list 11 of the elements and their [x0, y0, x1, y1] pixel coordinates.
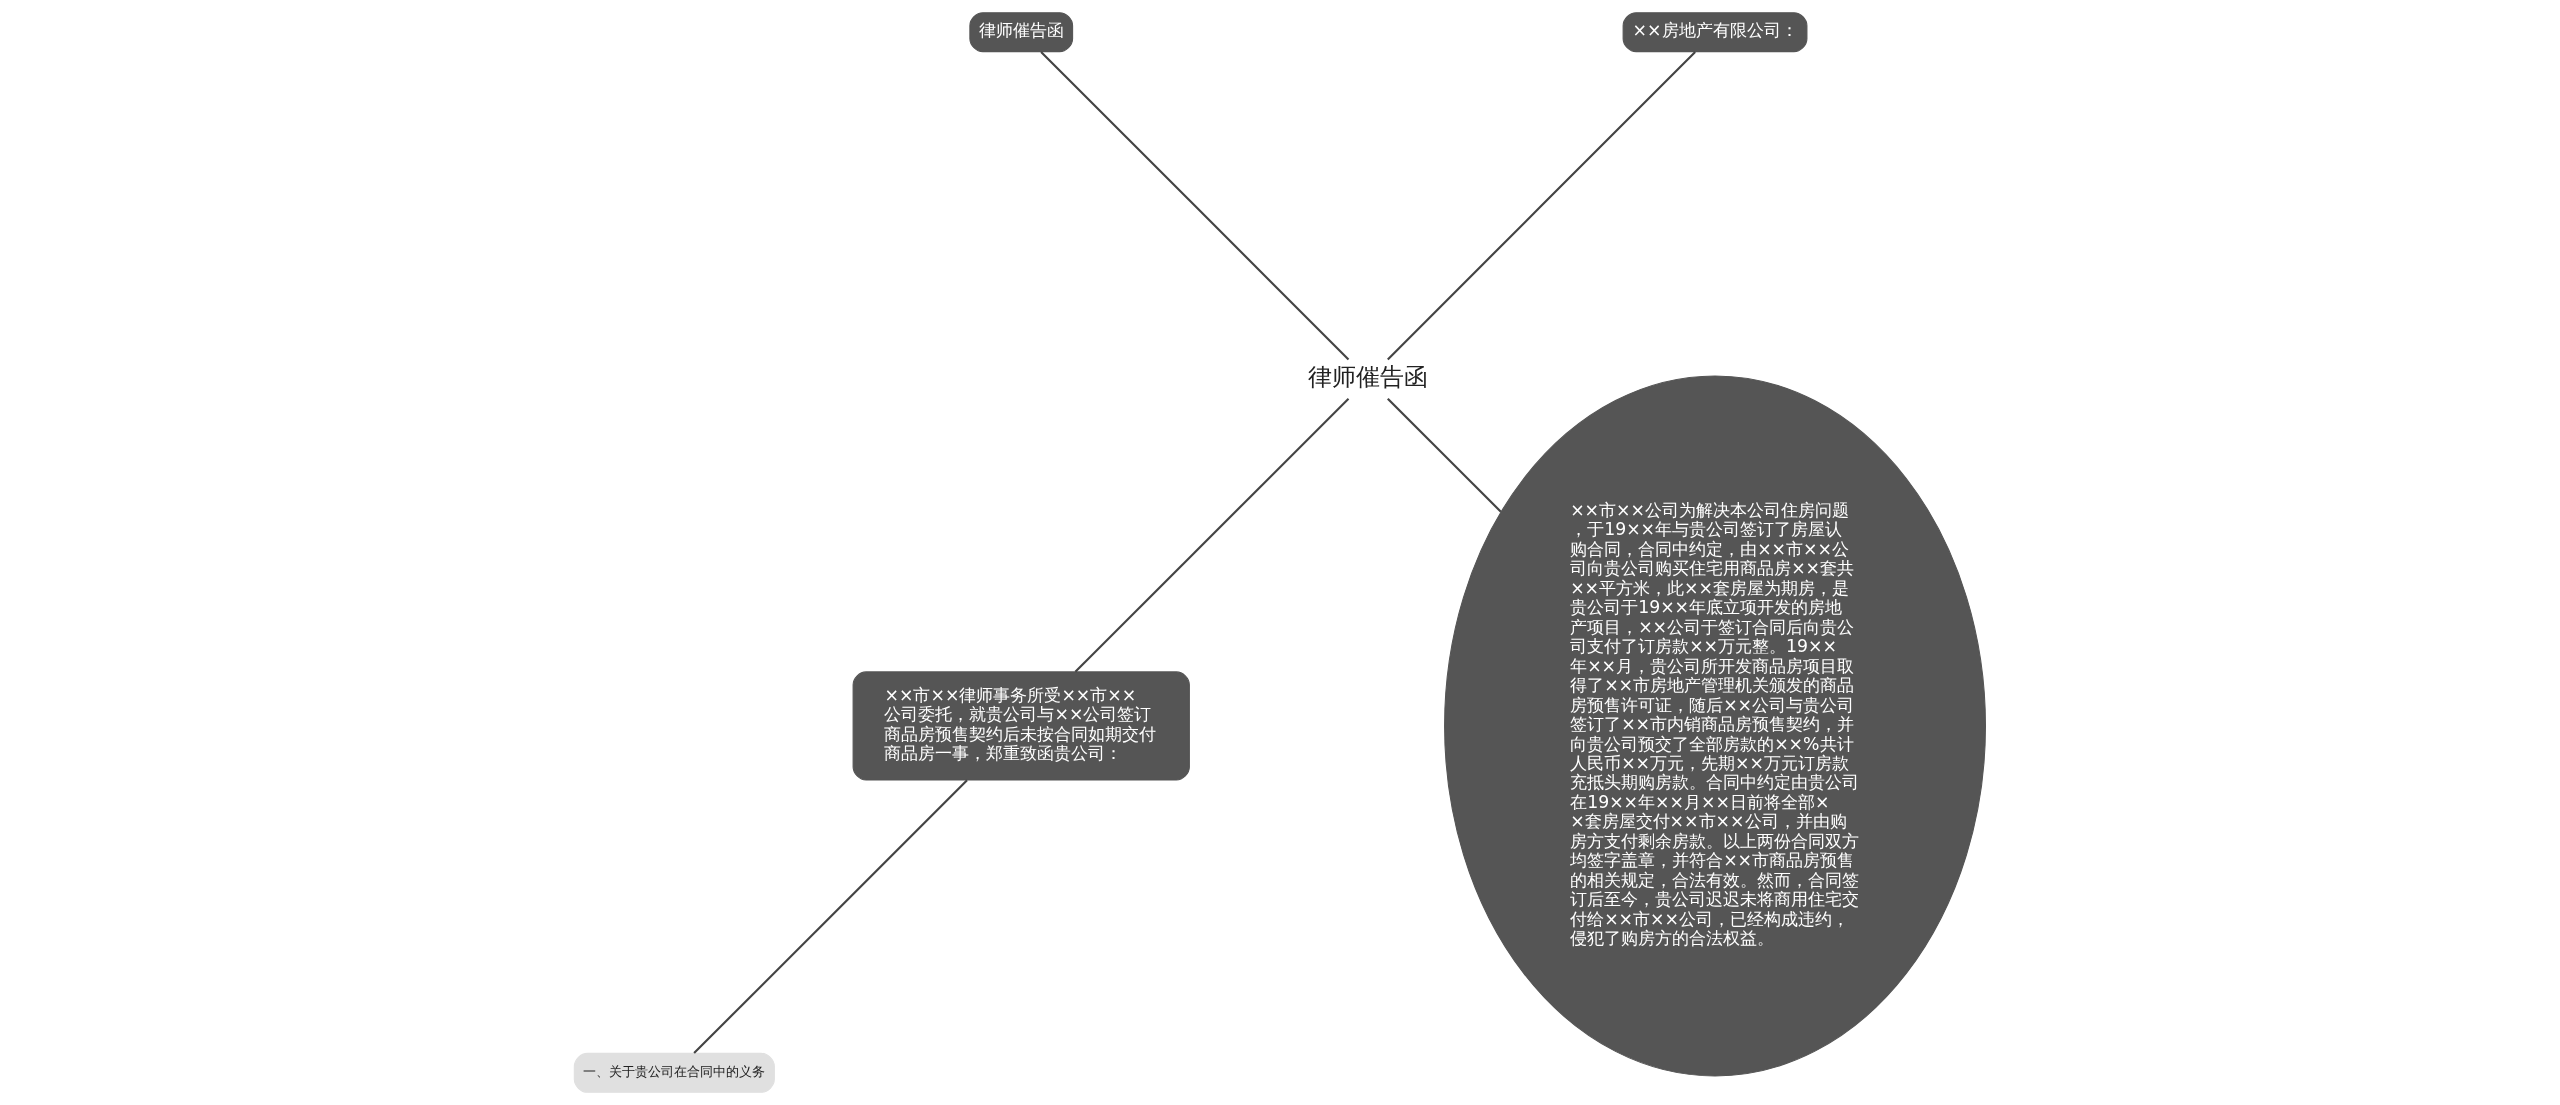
- connector: [1387, 51, 1696, 361]
- node-box: ××房地产有限公司：: [1622, 12, 1808, 53]
- node-box: 律师催告函: [969, 12, 1074, 53]
- connector: [1040, 51, 1350, 361]
- node-ellipse: ××市××公司为解决本公司住房问题，于19××年与贵公司签订了房屋认购合同，合同中约定，由××市××公司向贵公司购买住宅用商品房××套共××平方米，此××套房屋为期房，是贵公司于19××年底立项开发的房地产项目，××公司于签订合同后向贵公司支付了订房款××万元整。19××年××月，贵公司所开发商品房项目取得了××市房地产管理机关颁发的商品房预售许可证，随后××公司与贵公司签订了××市内销商品房预售契约，并向贵公司预交了全部房款的××%共计人民币××万元，先期××万元订房款充抵头期购房款。合同中约定由贵公司在19××年××月××日前将全部××套房屋交付××市××公司，并由购房方支付剩余房款。以上两份合同双方均签字盖章，并符合××市商品房预售的相关规定，合法有效。然而，合同签订后至今，贵公司迟迟未将商用住宅交付给××市××公司，已经构成违约，侵犯了购房方的合法权益。: [1444, 375, 1986, 1077]
- connector: [1387, 397, 1502, 513]
- node-box: ××市××律师事务所受××市××公司委托，就贵公司与××公司签订商品房预售契约后未按合同如期交付商品房一事，郑重致函贵公司：: [852, 671, 1190, 781]
- connector: [1074, 397, 1350, 673]
- node-text: 律师催告函: [1308, 363, 1429, 392]
- node-box: 一、关于贵公司在合同中的义务: [573, 1052, 775, 1093]
- connector: [693, 779, 968, 1054]
